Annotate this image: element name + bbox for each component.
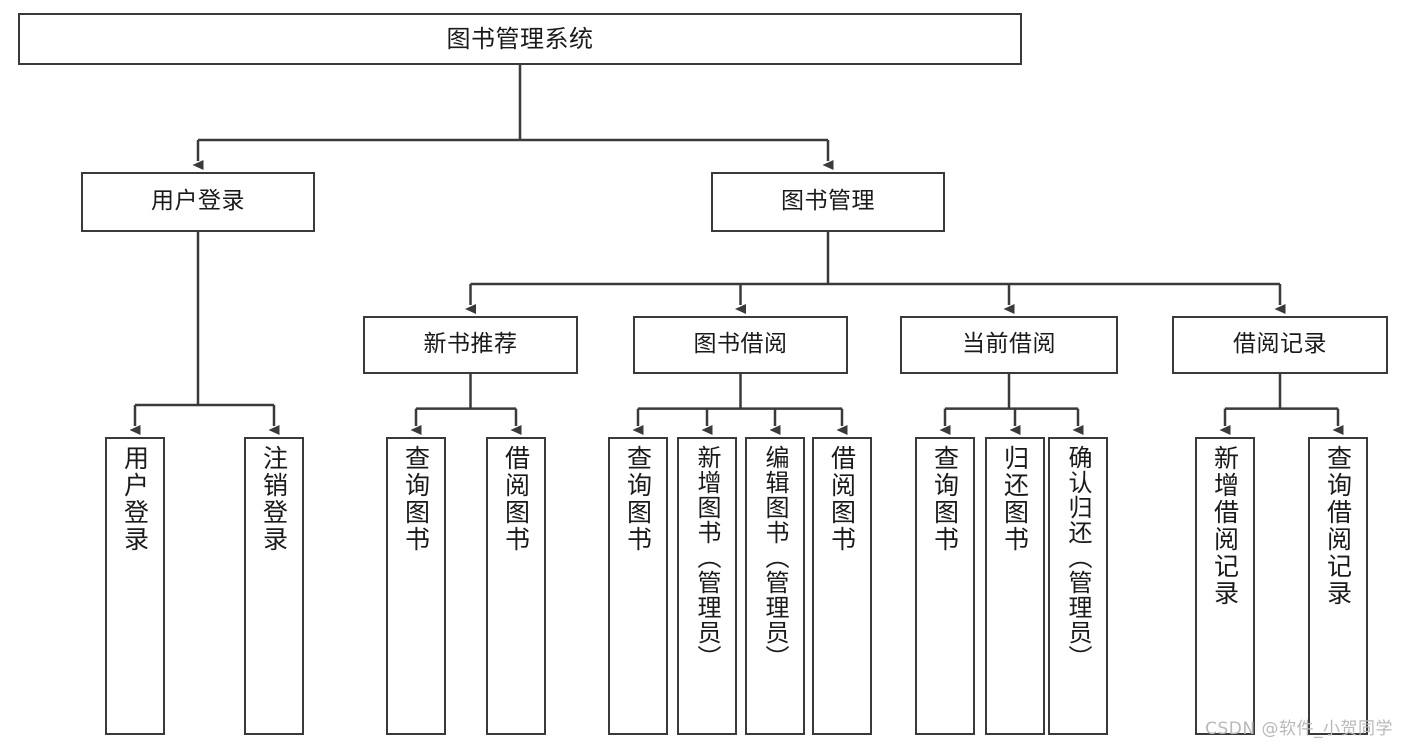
leaf-borrow-book[interactable]: 借阅图书 bbox=[812, 437, 872, 735]
leaf-add-borrow-record[interactable]: 新增借阅记录 bbox=[1195, 437, 1255, 735]
node-label: 归还图书 bbox=[1000, 445, 1030, 553]
node-label: 图书借阅 bbox=[693, 331, 788, 358]
node-label: 查询图书 bbox=[401, 445, 431, 553]
leaf-confirm-return-admin[interactable]: 确认归还（管理员） bbox=[1048, 437, 1108, 735]
node-label: 查询图书 bbox=[623, 445, 653, 553]
leaf-query-book-borrow[interactable]: 查询图书 bbox=[608, 437, 668, 735]
node-label: 图书管理 bbox=[781, 188, 875, 215]
watermark: CSDN @软件_小贺同学 bbox=[1205, 719, 1393, 739]
leaf-user-logout[interactable]: 注销登录 bbox=[244, 437, 304, 735]
node-label: 新增借阅记录 bbox=[1210, 445, 1240, 607]
node-label: 查询图书 bbox=[930, 445, 960, 553]
node-label: 查询借阅记录 bbox=[1323, 445, 1353, 607]
node-label: 借阅图书 bbox=[827, 445, 857, 553]
node-label: 借阅图书 bbox=[501, 445, 531, 553]
node-label: 注销登录 bbox=[259, 445, 289, 553]
node-label: 用户登录 bbox=[120, 445, 150, 553]
node-current-borrow[interactable]: 当前借阅 bbox=[900, 316, 1118, 374]
leaf-add-book-admin[interactable]: 新增图书（管理员） bbox=[677, 437, 737, 735]
node-label: 借阅记录 bbox=[1233, 331, 1327, 358]
node-label: 编辑图书（管理员） bbox=[761, 445, 789, 670]
node-label: 新增图书（管理员） bbox=[693, 445, 721, 670]
leaf-user-login[interactable]: 用户登录 bbox=[105, 437, 165, 735]
node-label: 图书管理系统 bbox=[446, 24, 594, 53]
leaf-edit-book-admin[interactable]: 编辑图书（管理员） bbox=[745, 437, 805, 735]
leaf-query-book-recommend[interactable]: 查询图书 bbox=[386, 437, 446, 735]
node-book-borrow[interactable]: 图书借阅 bbox=[633, 316, 848, 374]
node-root[interactable]: 图书管理系统 bbox=[18, 13, 1022, 65]
node-book-management[interactable]: 图书管理 bbox=[711, 172, 945, 232]
node-label: 新书推荐 bbox=[423, 331, 518, 358]
leaf-query-borrow-record[interactable]: 查询借阅记录 bbox=[1308, 437, 1368, 735]
leaf-query-book-current[interactable]: 查询图书 bbox=[915, 437, 975, 735]
node-borrow-record[interactable]: 借阅记录 bbox=[1172, 316, 1388, 374]
leaf-borrow-book-recommend[interactable]: 借阅图书 bbox=[486, 437, 546, 735]
node-label: 用户登录 bbox=[151, 188, 245, 215]
node-label: 当前借阅 bbox=[962, 331, 1056, 358]
leaf-return-book[interactable]: 归还图书 bbox=[985, 437, 1045, 735]
node-label: 确认归还（管理员） bbox=[1064, 445, 1092, 670]
node-new-book-recommend[interactable]: 新书推荐 bbox=[363, 316, 578, 374]
node-user-login[interactable]: 用户登录 bbox=[81, 172, 315, 232]
